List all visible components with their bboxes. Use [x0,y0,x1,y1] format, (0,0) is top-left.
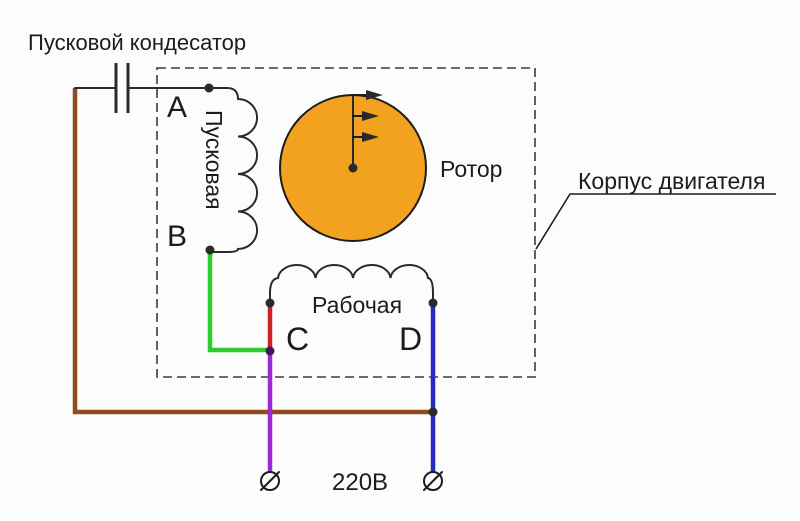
running-coil-right-dot [428,298,438,308]
node-a-dot [204,83,214,93]
rotor-center-dot [348,163,358,173]
running-winding-coil [269,264,434,304]
starting-winding-coil [209,98,258,253]
green-wire [207,251,270,353]
rotor-label: Ротор [440,156,502,182]
running-winding-label: Рабочая [312,292,402,318]
housing-label-leader-line [535,193,776,250]
rotation-arrows-icon [352,90,383,142]
housing-label: Корпус двигателя [578,168,765,194]
node-d-label: D [399,321,422,357]
capacitor-to-coil-wire [128,87,239,100]
supply-terminal-left-icon [260,471,280,491]
node-c-label: C [286,321,309,357]
supply-terminal-right-icon [423,471,443,491]
diagram-title: Пусковой кондесатор [28,30,246,55]
running-coil-left-dot [265,298,275,308]
brown-supply-wire [72,88,431,415]
brown-blue-junction-dot [428,407,438,417]
starting-winding-label: Пусковая [201,110,227,210]
node-b-dot [205,245,215,255]
node-a-label: A [167,91,187,124]
node-c-junction-dot [265,346,275,356]
voltage-label: 220В [332,469,388,496]
motor-housing-dashed-border [156,67,536,378]
node-b-label: B [167,220,187,253]
starting-capacitor-icon [114,63,130,113]
